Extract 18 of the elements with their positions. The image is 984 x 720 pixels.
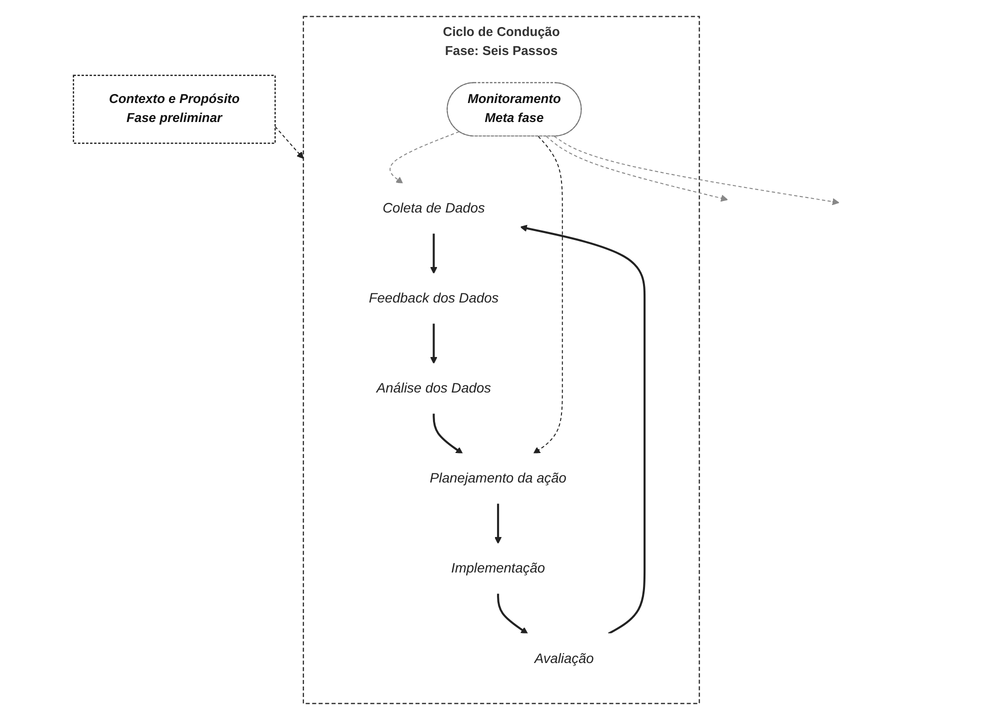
arrow xyxy=(546,136,728,202)
node-text: Planejamento da ação xyxy=(430,470,567,486)
node-text: Coleta de Dados xyxy=(382,200,486,216)
arrow xyxy=(497,593,528,634)
arrow xyxy=(274,126,304,159)
arrow xyxy=(390,131,460,184)
node-text: Implementação xyxy=(451,560,546,576)
arrow xyxy=(430,233,438,274)
node-text: Análise dos Dados xyxy=(376,380,492,396)
node-box: Contexto e Propósito Fase preliminar xyxy=(73,74,276,144)
arrow xyxy=(533,136,564,454)
arrow xyxy=(554,136,840,206)
node-text: Feedback dos Dados xyxy=(369,290,499,306)
arrow xyxy=(520,224,646,635)
arrow xyxy=(432,413,464,454)
node-text: Avaliação xyxy=(534,650,594,666)
arrow xyxy=(430,323,438,364)
arrow xyxy=(494,503,502,544)
